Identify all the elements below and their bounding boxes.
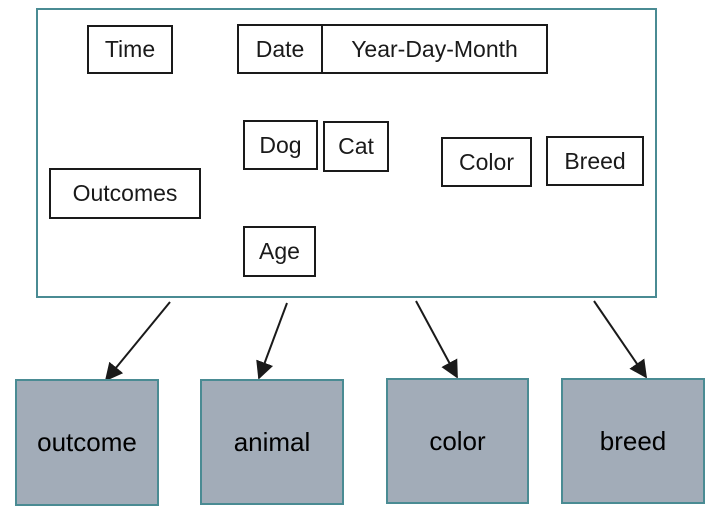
arrow-to-breed xyxy=(593,300,648,379)
table-breed: breed xyxy=(561,378,705,504)
arrow-to-animal xyxy=(256,302,288,380)
field-date-group: Date Year-Day-Month xyxy=(237,24,548,74)
field-cat: Cat xyxy=(323,121,389,172)
field-color: Color xyxy=(441,137,532,187)
field-breed: Breed xyxy=(546,136,644,186)
arrow-to-outcome xyxy=(104,301,171,382)
arrow-to-color xyxy=(415,300,458,379)
field-age: Age xyxy=(243,226,316,277)
table-color: color xyxy=(386,378,529,504)
field-date-format: Year-Day-Month xyxy=(351,35,518,62)
table-outcome: outcome xyxy=(15,379,159,506)
field-outcomes: Outcomes xyxy=(49,168,201,219)
field-time: Time xyxy=(87,25,173,74)
field-dog: Dog xyxy=(243,120,318,170)
table-animal: animal xyxy=(200,379,344,505)
field-date: Date xyxy=(239,26,323,72)
source-data-container xyxy=(36,8,657,298)
